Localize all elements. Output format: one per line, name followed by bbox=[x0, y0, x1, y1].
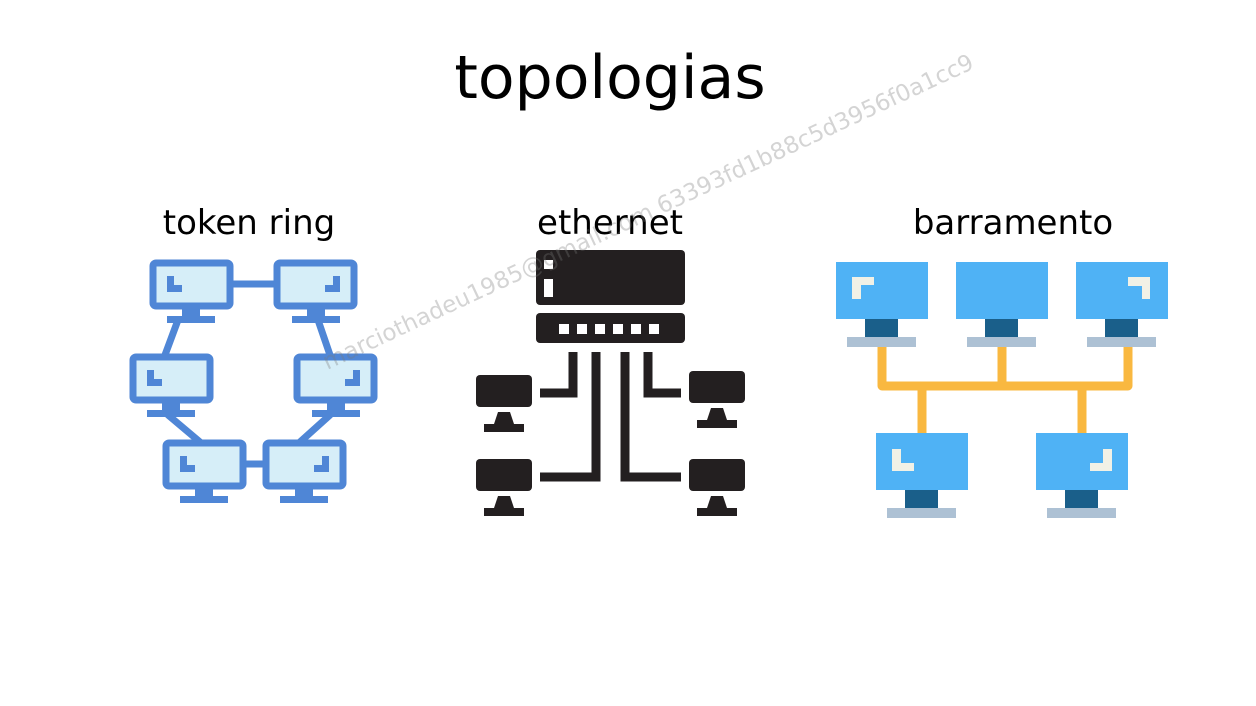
computer-icon bbox=[876, 433, 968, 518]
computer-icon bbox=[1036, 433, 1128, 518]
token-ring-label: token ring bbox=[162, 203, 336, 243]
computer-icon bbox=[476, 459, 532, 516]
switch-icon bbox=[536, 250, 685, 343]
computer-icon bbox=[836, 262, 928, 347]
computer-icon bbox=[1076, 262, 1168, 347]
computer-icon bbox=[689, 371, 745, 428]
computer-icon bbox=[262, 439, 347, 503]
slide-title: topologias bbox=[454, 43, 766, 113]
computer-icon bbox=[162, 439, 247, 503]
computer-icon bbox=[476, 375, 532, 432]
computer-icon bbox=[956, 262, 1048, 347]
ethernet-label: ethernet bbox=[537, 203, 683, 243]
computer-icon bbox=[129, 353, 214, 417]
computer-icon bbox=[149, 259, 234, 323]
bus-network-icon bbox=[836, 262, 1168, 518]
computer-icon bbox=[293, 353, 378, 417]
token-ring-network-icon bbox=[129, 259, 378, 503]
barramento-label: barramento bbox=[912, 203, 1114, 243]
computer-icon bbox=[273, 259, 358, 323]
computer-icon bbox=[689, 459, 745, 516]
ethernet-switch-network-icon bbox=[476, 250, 745, 516]
